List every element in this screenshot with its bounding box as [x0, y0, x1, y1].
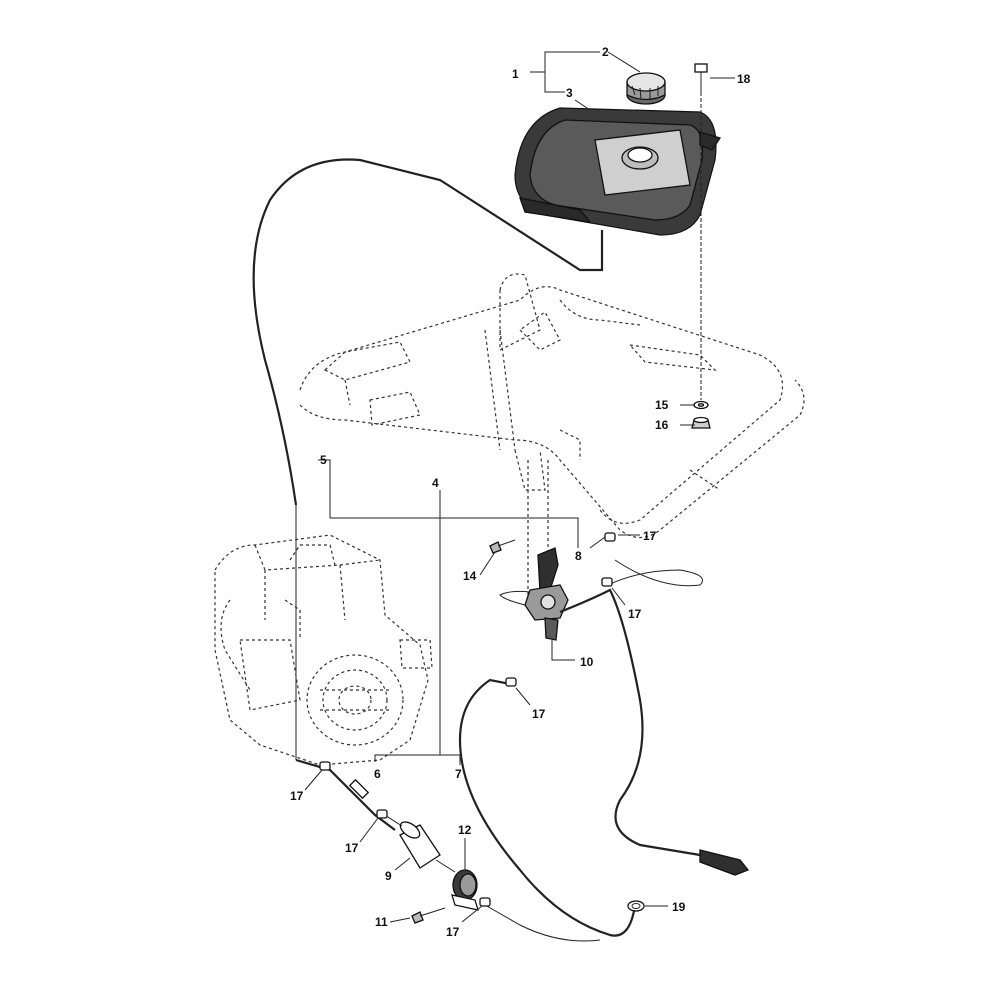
callout-18: 18: [737, 72, 751, 86]
cable-clip: [627, 900, 645, 912]
callout-15: 15: [655, 398, 669, 412]
leader-lines: [304, 51, 735, 923]
choke-cable: [559, 559, 750, 876]
callout-6: 6: [374, 767, 381, 781]
callout-2: 2: [602, 45, 609, 59]
nut: [691, 416, 711, 429]
fuel-line-6: [295, 758, 396, 831]
callout-17-f: 17: [446, 925, 460, 939]
callout-16: 16: [655, 418, 669, 432]
callout-7: 7: [455, 767, 462, 781]
fuel-tank: [514, 107, 722, 236]
screw-11: [411, 907, 446, 924]
callout-17-d: 17: [290, 789, 304, 803]
callout-9: 9: [385, 869, 392, 883]
callout-3: 3: [566, 86, 573, 100]
callout-17-b: 17: [628, 607, 642, 621]
bolt: [694, 63, 708, 92]
washer: [693, 400, 709, 410]
callout-17-a: 17: [643, 529, 657, 543]
callout-19: 19: [672, 900, 686, 914]
callout-labels: 1 2 3 4 5 6 7 8 9 10 11 12 14 15 16 17 1…: [290, 45, 751, 939]
throttle-cable: [252, 158, 604, 760]
hose-clamps: [319, 532, 616, 907]
fuel-line-7: [458, 678, 637, 942]
callout-10: 10: [580, 655, 594, 669]
fuel-cap: [626, 72, 666, 105]
handle-frame: [299, 273, 805, 539]
callout-17-c: 17: [532, 707, 546, 721]
engine: [214, 534, 433, 766]
callout-11: 11: [375, 915, 388, 929]
fuel-filter: [379, 811, 456, 873]
callout-17-e: 17: [345, 841, 359, 855]
callout-4: 4: [432, 476, 439, 490]
callout-5: 5: [320, 453, 327, 467]
throttle-control: [499, 460, 569, 641]
screw: [489, 539, 516, 554]
callout-8: 8: [575, 549, 582, 563]
callout-1: 1: [512, 67, 519, 81]
callout-14: 14: [463, 569, 477, 583]
fuel-valve: [451, 869, 479, 911]
callout-12: 12: [458, 823, 472, 837]
